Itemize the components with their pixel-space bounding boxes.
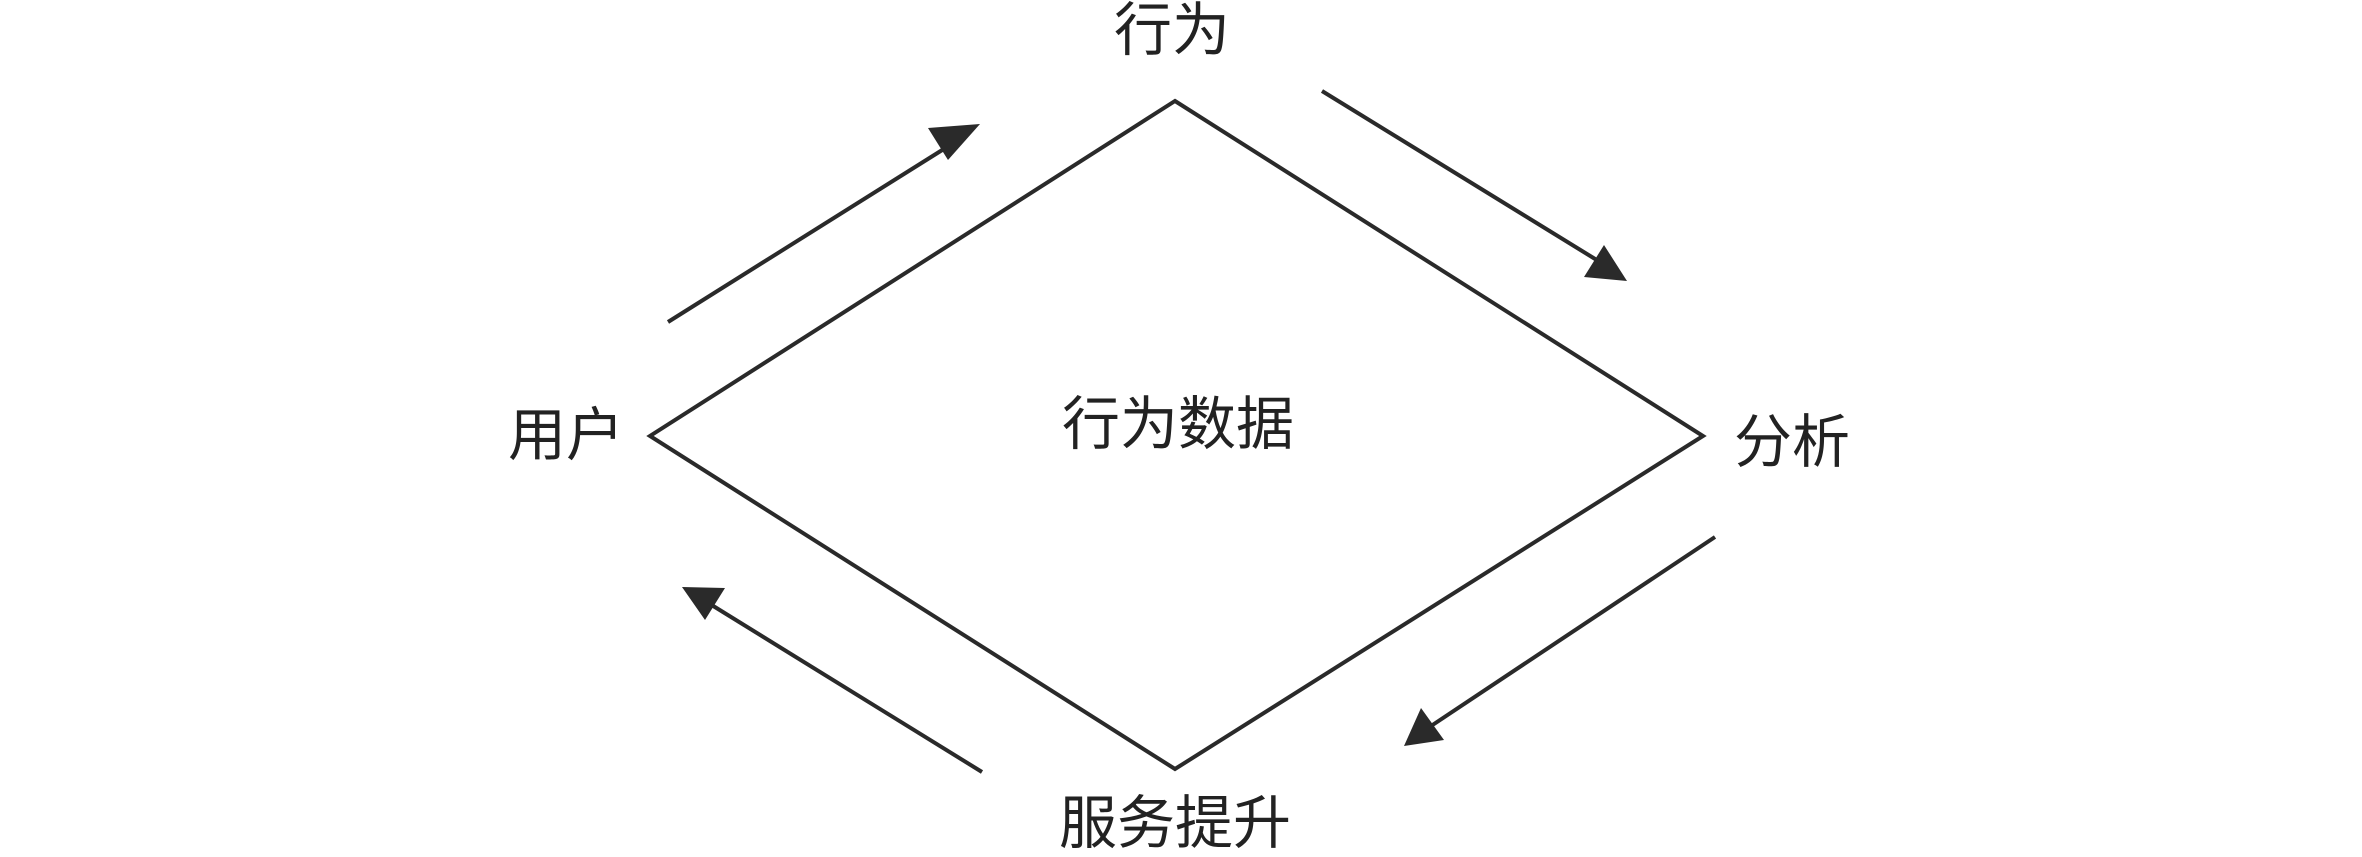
arrow-behavior-to-analysis — [1320, 89, 1627, 281]
center-label: 行为数据 — [1062, 390, 1294, 458]
arrow-user-to-behavior — [666, 124, 980, 324]
arrow-service-to-user — [682, 587, 984, 774]
node-label-left: 用户 — [508, 401, 624, 469]
node-label-right: 分析 — [1734, 408, 1850, 476]
node-label-bottom: 服务提升 — [1059, 789, 1291, 857]
node-label-top: 行为 — [1114, 0, 1230, 64]
diamond-shape — [646, 98, 1707, 772]
arrow-analysis-to-service — [1404, 535, 1717, 746]
